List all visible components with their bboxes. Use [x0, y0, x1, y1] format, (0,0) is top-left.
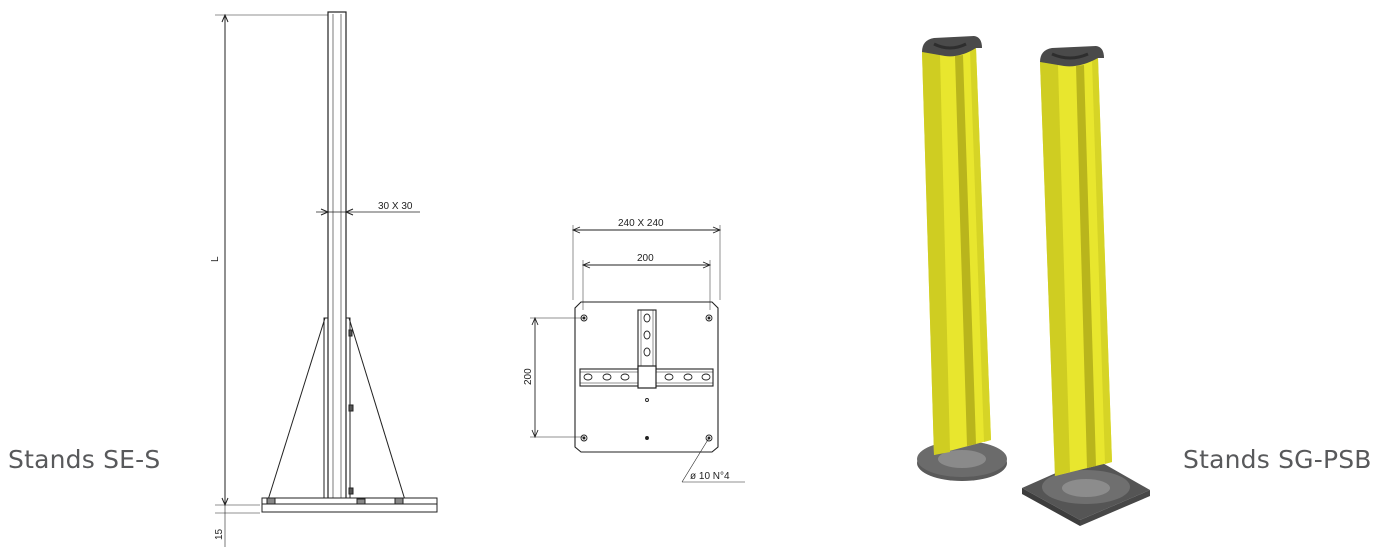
yellow-stand-right [1022, 46, 1150, 526]
profile-dimension-label: 30 X 30 [378, 201, 413, 212]
hole-spacing-y-label: 200 [523, 368, 534, 385]
height-dimension-label: L [210, 256, 221, 262]
yellow-stand-left [917, 36, 1007, 481]
top-view-drawing [530, 225, 745, 483]
hole-note-label: ø 10 N°4 [690, 471, 730, 482]
plate-size-label: 240 X 240 [618, 218, 664, 229]
caption-stands-sg-psb: Stands SG-PSB [1183, 445, 1372, 474]
side-view-drawing [215, 11, 438, 547]
caption-stands-se-s: Stands SE-S [8, 445, 161, 474]
hole-spacing-x-label: 200 [637, 253, 654, 264]
base-dimension-label: 15 [214, 528, 225, 540]
